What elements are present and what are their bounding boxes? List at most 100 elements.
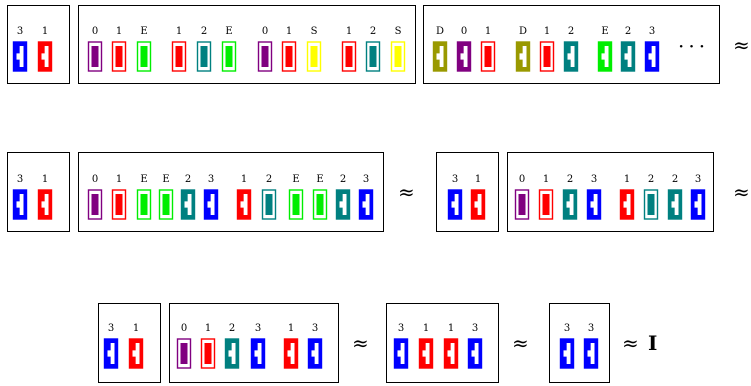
tile-label: E [292,174,299,185]
tile-notch [140,46,148,67]
tile-label: 3 [398,323,404,334]
tile: 0 [87,174,103,220]
tile: E [136,26,152,72]
tile-label: 0 [92,174,98,185]
tile-notch [184,194,192,215]
tile: E [312,174,328,220]
tile: 3 [203,174,219,220]
tile: 3 [103,323,119,369]
row1-box-2 [78,5,416,84]
tile: D [432,26,448,72]
tile: 3 [447,174,463,220]
tile-label: 3 [695,174,701,185]
tile: 0 [176,323,192,369]
tile-notch [316,194,324,215]
approx-symbol: ≈ [733,180,750,204]
tile-label: 3 [588,323,594,334]
tile-notch [310,46,318,67]
tile-label: 1 [133,323,139,334]
identity-symbol: I [648,331,658,355]
tile: 1 [111,26,127,72]
tile-label: 1 [346,26,352,37]
tile: 3 [467,323,483,369]
tile: 0 [257,26,273,72]
tile-label: 3 [17,26,23,37]
tile: 1 [111,174,127,220]
tile-label: 3 [591,174,597,185]
tile-notch [518,194,526,215]
tile-label: 3 [208,174,214,185]
tile-notch [132,343,140,364]
tile-notch [240,194,248,215]
tile-label: 1 [423,323,429,334]
tile-label: 2 [672,174,678,185]
tile-label: 0 [92,26,98,37]
tile: 2 [620,26,636,72]
row2-box-2 [78,152,384,232]
tile-notch [254,343,262,364]
tile-notch [519,46,527,67]
tile: 1 [539,26,555,72]
tile-label: 3 [472,323,478,334]
tile-label: 1 [475,174,481,185]
tile: 1 [171,26,187,72]
tile-label: E [140,26,147,37]
tile-notch [41,46,49,67]
tile-notch [601,46,609,67]
tile-notch [287,343,295,364]
tile-label: E [601,26,608,37]
tile-label: 2 [625,26,631,37]
tile-label: 3 [649,26,655,37]
tile-label: 0 [181,323,187,334]
tile: E [597,26,613,72]
tile: 3 [559,323,575,369]
tile-notch [204,343,212,364]
tile-label: E [225,26,232,37]
tile: S [390,26,406,72]
tile-label: S [395,26,402,37]
tile: E [158,174,174,220]
tile-notch [624,46,632,67]
tile-label: 2 [648,174,654,185]
tile-label: 3 [564,323,570,334]
tile: 2 [335,174,351,220]
tile: 2 [261,174,277,220]
tile-notch [671,194,679,215]
tile-label: 3 [108,323,114,334]
tile: 3 [644,26,660,72]
tile-label: 2 [229,323,235,334]
tile: 1 [281,26,297,72]
tile-label: 2 [266,174,272,185]
tile: 1 [283,323,299,369]
tile-notch [543,46,551,67]
tile-notch [115,194,123,215]
tile: 0 [456,26,472,72]
tile-notch [647,194,655,215]
tile: 3 [586,174,602,220]
tile-label: 1 [116,174,122,185]
tile: 3 [12,174,28,220]
tile-notch [590,194,598,215]
tile-label: 2 [201,26,207,37]
tile: S [306,26,322,72]
tile: 3 [690,174,706,220]
tile-notch [567,46,575,67]
tile-notch [207,194,215,215]
ellipsis: ··· [678,34,710,58]
tile: 0 [87,26,103,72]
tile-notch [140,194,148,215]
tile: 1 [538,174,554,220]
tile: E [288,174,304,220]
tile-notch [180,343,188,364]
tile: 3 [307,323,323,369]
tile-label: 1 [448,323,454,334]
tile-label: E [162,174,169,185]
tile-notch [107,343,115,364]
tile: 3 [358,174,374,220]
tile-notch [162,194,170,215]
tile-notch [422,343,430,364]
tile: E [136,174,152,220]
tile-notch [225,46,233,67]
